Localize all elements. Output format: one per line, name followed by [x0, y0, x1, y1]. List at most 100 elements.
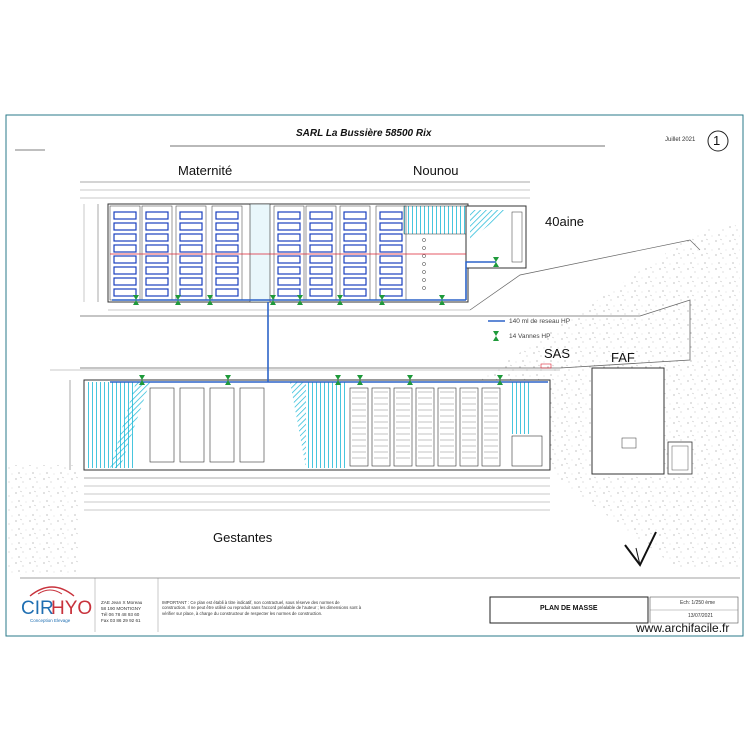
- farrowing-crate: [145, 233, 169, 242]
- address-line-3: Tél 06 78 48 93 60: [101, 612, 140, 617]
- farrowing-crate: [145, 211, 169, 220]
- farrowing-crate: [145, 244, 169, 253]
- farrowing-crate: [179, 288, 203, 297]
- feeder-point: [422, 278, 426, 282]
- label-nounou: Nounou: [413, 163, 459, 178]
- farrowing-crate: [179, 255, 203, 264]
- gestation-pen: [149, 387, 175, 463]
- farrowing-crate: [277, 288, 301, 297]
- feeder-point: [422, 286, 426, 290]
- farrowing-crate: [379, 255, 403, 264]
- farrowing-crate: [179, 211, 203, 220]
- label-40aine: 40aine: [545, 214, 585, 229]
- farrowing-crate: [145, 266, 169, 275]
- stall-row: [349, 387, 369, 467]
- legend-valves-label: 14 Vannes HP: [509, 333, 550, 340]
- farrowing-crate: [215, 233, 239, 242]
- farrowing-crate: [309, 244, 333, 253]
- farrowing-crate: [277, 244, 301, 253]
- label-maternite: Maternité: [178, 163, 233, 178]
- north-arrow-icon: [624, 531, 657, 567]
- sheet-number: 1: [713, 133, 721, 148]
- hp-valve-icon: [335, 375, 341, 385]
- farrowing-room: [273, 205, 305, 301]
- hp-valve-icon: [337, 295, 343, 305]
- farrowing-crate: [277, 277, 301, 286]
- farrowing-room: [339, 205, 371, 301]
- farrowing-crate: [379, 277, 403, 286]
- hp-valve-icon: [133, 295, 139, 305]
- logo-text-hyo: HYO: [51, 598, 92, 619]
- farrowing-crate: [309, 277, 333, 286]
- farrowing-crate: [379, 233, 403, 242]
- farrowing-crate: [309, 222, 333, 231]
- farrowing-crate: [379, 222, 403, 231]
- gestation-pen: [209, 387, 235, 463]
- office-room: [511, 435, 543, 467]
- farrowing-crate: [113, 288, 137, 297]
- stall-row: [459, 387, 479, 467]
- farrowing-crate: [309, 233, 333, 242]
- sheet-number-circle: [707, 130, 729, 152]
- plan-scale: Ech: 1/250 ème: [680, 600, 716, 606]
- farrowing-room: [211, 205, 243, 301]
- farrowing-crate: [277, 255, 301, 264]
- hp-valve-icon: [493, 257, 499, 267]
- cirhyo-logo: CIR HYO Conception Elevage: [21, 586, 92, 623]
- farrowing-crate: [179, 244, 203, 253]
- hp-valve-icon: [497, 375, 503, 385]
- hp-valve-icon: [225, 375, 231, 385]
- farrowing-room: [175, 205, 207, 301]
- legend-network-label: 140 ml de reseau HP: [509, 318, 570, 325]
- farrowing-crate: [113, 222, 137, 231]
- farrowing-crate: [277, 266, 301, 275]
- farrowing-crate: [113, 244, 137, 253]
- label-gestantes: Gestantes: [213, 530, 273, 545]
- company-address: ZAE Jean X Moreau 58 190 MONTIGNY Tél 06…: [101, 600, 142, 624]
- farrowing-crate: [113, 233, 137, 242]
- address-line-2: 58 190 MONTIGNY: [101, 606, 142, 611]
- hp-valve-icon: [439, 295, 445, 305]
- gestation-pen: [179, 387, 205, 463]
- farrowing-crate: [343, 211, 367, 220]
- farrowing-crate: [179, 277, 203, 286]
- hp-valve-icon: [407, 375, 413, 385]
- farrowing-crate: [343, 244, 367, 253]
- farrowing-crate: [215, 244, 239, 253]
- upper-building: [80, 181, 530, 311]
- farrowing-crate: [215, 288, 239, 297]
- farrowing-crate: [309, 211, 333, 220]
- farrowing-crate: [379, 266, 403, 275]
- farrowing-crate: [179, 266, 203, 275]
- faf-building: [591, 367, 693, 475]
- address-line-1: ZAE Jean X Moreau: [101, 600, 143, 605]
- feeder-point: [422, 270, 426, 274]
- stall-row: [437, 387, 457, 467]
- hp-valve-icon: [207, 295, 213, 305]
- hp-valve-icon: [139, 375, 145, 385]
- farrowing-crate: [379, 288, 403, 297]
- feeder-point: [422, 262, 426, 266]
- farrowing-crate: [343, 277, 367, 286]
- sas-marker: [540, 363, 552, 369]
- farrowing-crate: [145, 255, 169, 264]
- stall-row: [481, 387, 501, 467]
- gestation-pen: [239, 387, 265, 463]
- farrowing-crate: [277, 211, 301, 220]
- farrowing-crate: [113, 266, 137, 275]
- farrowing-crate: [379, 211, 403, 220]
- farrowing-crate: [309, 288, 333, 297]
- farrowing-crate: [179, 222, 203, 231]
- network-legend: 140 ml de reseau HP 14 Vannes HP: [488, 318, 570, 341]
- drawing-date: Juillet 2021: [665, 137, 696, 143]
- farrowing-crate: [145, 222, 169, 231]
- logo-tagline: Conception Elevage: [30, 618, 71, 623]
- farrowing-crate: [215, 277, 239, 286]
- disclaimer: IMPORTANT : Ce plan est établi à titre i…: [162, 600, 362, 616]
- farrowing-crate: [343, 288, 367, 297]
- hp-valve-icon: [357, 375, 363, 385]
- hp-valves: [133, 257, 503, 385]
- stall-row: [393, 387, 413, 467]
- feeder-point: [422, 246, 426, 250]
